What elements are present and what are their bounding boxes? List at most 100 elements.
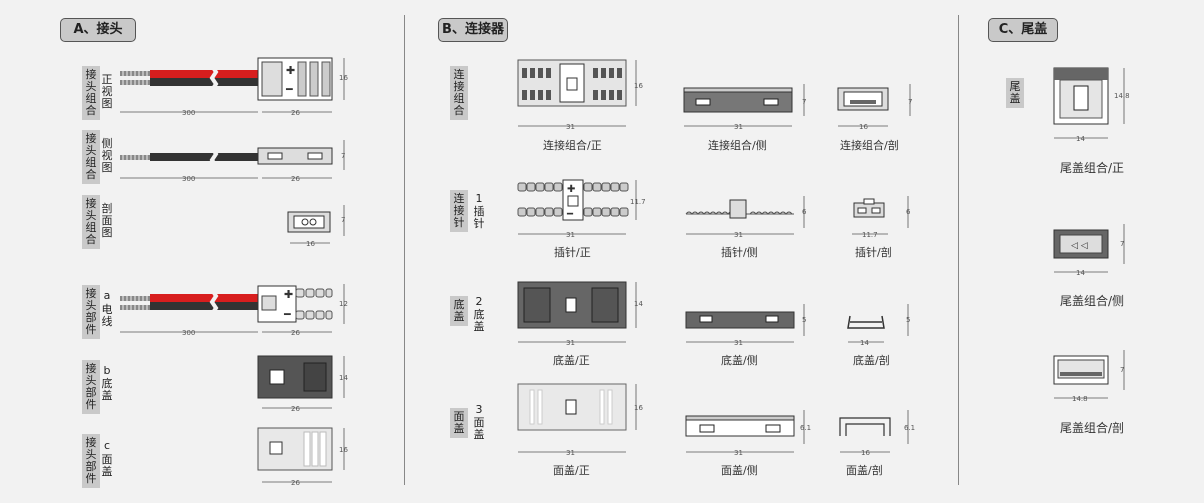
b-dim-r3-h3: 5: [906, 316, 910, 324]
c-dim-h7-1: 7: [1120, 240, 1124, 248]
b-r3-front: [517, 281, 627, 329]
a-dim-300-3: 300: [182, 329, 195, 337]
a-face-cover: [257, 427, 333, 471]
c-cap1: 尾盖组合/正: [1060, 161, 1125, 175]
c-dim-w14-2: 14: [1076, 269, 1085, 277]
a-dim-7-2: 7: [341, 216, 345, 224]
a-row4-group: 接头部件: [82, 285, 100, 339]
a-section-view: [287, 211, 331, 233]
b-dim-r1-h2: 7: [802, 98, 806, 106]
svg-text:✚: ✚: [284, 288, 293, 301]
b-dim-r3-w2: 31: [734, 339, 743, 347]
a-row3-view: 剖面图: [101, 202, 113, 239]
b-r1-section: [837, 87, 889, 111]
a-dim-26-4: 26: [291, 405, 300, 413]
svg-text:◁ ◁: ◁ ◁: [1071, 241, 1088, 251]
b-dim-r1-h3: 7: [908, 98, 912, 106]
b-row2-label: 连接针: [450, 190, 468, 232]
b-r4-section: [839, 417, 891, 436]
b-r2-cap1: 插针/正: [554, 246, 591, 259]
b-r4-cap1: 面盖/正: [553, 464, 590, 477]
divider-a-b: [404, 15, 405, 485]
c-dim-w14-1: 14: [1076, 135, 1085, 143]
b-row2-num: 1: [475, 192, 483, 205]
b-dim-r3-h2: 5: [802, 316, 806, 324]
c-cap2: 尾盖组合/侧: [1060, 294, 1125, 308]
b-row4-sub: 面盖: [473, 416, 485, 441]
a-row3-group: 接头组合: [82, 195, 100, 249]
a-dim-16-2: 16: [306, 240, 315, 248]
b-dim-r2-h2: 6: [802, 208, 807, 216]
b-dim-r2-h3: 6: [906, 208, 911, 216]
a-dim-16-3: 16: [339, 446, 348, 454]
a-dim-300-1: 300: [182, 109, 195, 117]
section-a-title: A、接头: [60, 18, 136, 42]
c-side: ◁ ◁: [1053, 229, 1109, 259]
a-row6-view: 面盖: [101, 453, 113, 478]
a-row5-group: 接头部件: [82, 360, 100, 414]
b-row1-label: 连接组合: [450, 66, 468, 120]
b-dim-r4-h1: 16: [634, 404, 643, 412]
b-dim-r1-w3: 16: [859, 123, 868, 131]
b-row4-label: 面盖: [450, 408, 468, 438]
c-dim-h14-8: 14.8: [1114, 92, 1130, 100]
b-row3-label: 底盖: [450, 296, 468, 326]
b-r3-cap2: 底盖/侧: [721, 354, 758, 367]
svg-text:✚: ✚: [567, 184, 575, 195]
a-wire-part: ✚ ━: [120, 285, 333, 323]
b-r1-cap1: 连接组合/正: [543, 139, 602, 152]
b-dim-r4-w2: 31: [734, 449, 743, 457]
svg-text:━: ━: [285, 83, 293, 96]
b-r1-front: [517, 59, 627, 107]
c-dim-h7-2: 7: [1120, 366, 1124, 374]
b-r4-cap3: 面盖/剖: [846, 464, 883, 477]
b-dim-r2-h1: 11.7: [630, 198, 646, 206]
b-row2-sub: 插针: [473, 205, 485, 230]
b-r1-cap2: 连接组合/侧: [708, 139, 767, 152]
b-dim-r4-h2: 6.1: [800, 424, 811, 432]
a-dim-7-1: 7: [341, 152, 345, 160]
b-dim-r2-w1: 31: [566, 231, 575, 239]
a-front-view: ✚ ━: [120, 57, 333, 101]
b-dim-r2-w2: 31: [734, 231, 743, 239]
section-c-title: C、尾盖: [988, 18, 1058, 42]
b-dim-r1-h1: 16: [634, 82, 643, 90]
b-dim-r3-h1: 14: [634, 300, 643, 308]
c-cap3: 尾盖组合/剖: [1060, 421, 1125, 435]
b-dim-r3-w1: 31: [566, 339, 575, 347]
a-row2-group: 接头组合: [82, 130, 100, 184]
b-r3-section: [847, 315, 885, 329]
a-row2-view: 侧视图: [101, 137, 113, 174]
a-row4-letter: a: [103, 289, 111, 302]
svg-text:✚: ✚: [286, 64, 295, 77]
a-dim-26-3: 26: [291, 329, 300, 337]
section-b-title: B、连接器: [438, 18, 508, 42]
b-r2-section: [853, 198, 885, 218]
a-dim-26-2: 26: [291, 175, 300, 183]
svg-text:━: ━: [283, 308, 291, 321]
a-row1-view: 正视图: [101, 73, 113, 110]
b-dim-r1-w2: 31: [734, 123, 743, 131]
c-section: [1053, 355, 1109, 385]
a-row6-group: 接头部件: [82, 434, 100, 488]
a-row6-letter: c: [103, 439, 111, 452]
b-r4-side: [685, 415, 795, 437]
b-r2-side: [685, 199, 794, 219]
b-dim-r4-w3: 16: [861, 449, 870, 457]
b-r4-front: [517, 383, 627, 431]
a-row5-view: 底盖: [101, 377, 113, 402]
c-front: [1053, 67, 1109, 125]
a-side-view: [120, 146, 333, 168]
c-label: 尾盖: [1006, 78, 1024, 108]
a-dim-14: 14: [339, 374, 348, 382]
b-r2-cap2: 插针/侧: [721, 246, 758, 259]
b-dim-r4-w1: 31: [566, 449, 575, 457]
b-r3-cap1: 底盖/正: [553, 354, 590, 367]
b-dim-r4-h3: 6.1: [904, 424, 915, 432]
divider-b-c: [958, 15, 959, 485]
b-r3-side: [685, 311, 795, 329]
svg-text:━: ━: [566, 209, 574, 220]
b-r2-front: ✚ ━: [517, 179, 629, 221]
b-dim-r3-w3: 14: [860, 339, 869, 347]
